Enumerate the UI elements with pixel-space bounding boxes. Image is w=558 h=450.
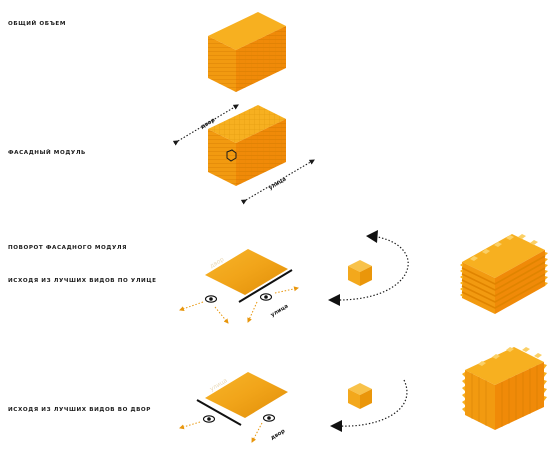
total-volume-block: [208, 12, 286, 92]
label-module-rotation: ПОВОРОТ ФАСАДНОГО МОДУЛЯ: [8, 245, 128, 251]
rotation-arrow-icon: [330, 379, 408, 432]
label-street-views: ИСХОДЯ ИЗ ЛУЧШИХ ВИДОВ ПО УЛИЦЕ: [8, 278, 157, 284]
label-total-volume: ОБЩИЙ ОБЪЕМ: [8, 21, 67, 27]
street-label-2: улица: [270, 303, 290, 318]
eye-icon: [259, 293, 273, 301]
cube-icon: [348, 260, 372, 286]
label-yard-views: ИСХОДЯ ИЗ ЛУЧШИХ ВИДОВ ВО ДВОР: [8, 407, 151, 413]
rotation-arrow-icon: [328, 230, 409, 306]
yard-view-plate: улица двор: [179, 372, 288, 443]
eye-icon: [202, 415, 216, 423]
cube-icon: [348, 383, 372, 409]
yard-edge-line: [196, 399, 242, 426]
eye-icon: [204, 295, 218, 303]
street-view-plate: двор улица: [179, 249, 299, 324]
eye-icon: [262, 414, 276, 422]
module-highlight: [226, 149, 237, 162]
label-facade-module: ФАСАДНЫЙ МОДУЛЬ: [8, 150, 86, 156]
street-edge-line: [238, 269, 293, 303]
result-building-yard: [462, 347, 547, 430]
street-label: улица: [268, 176, 288, 191]
yard-label-2: двор: [270, 428, 287, 441]
facade-module-block: [208, 105, 286, 186]
result-building-street: [460, 234, 548, 314]
